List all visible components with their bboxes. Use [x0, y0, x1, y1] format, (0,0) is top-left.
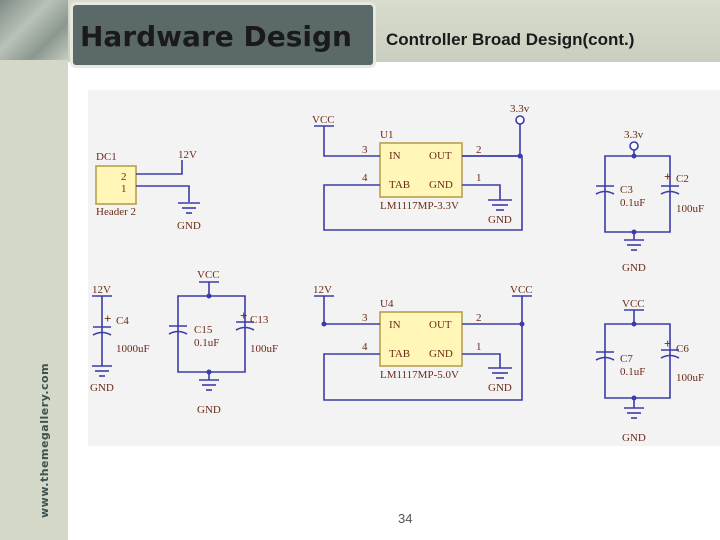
dc1-pin1: 1 — [121, 183, 127, 195]
u1-in: IN — [389, 150, 401, 162]
dc1-wire-12v — [136, 160, 183, 175]
dc1-body — [95, 165, 137, 205]
u1-gnd-pin: GND — [429, 179, 453, 191]
u4-tab-wire — [323, 323, 523, 401]
title-box — [70, 2, 376, 68]
c3c2-gnd-label: GND — [622, 262, 646, 274]
u1-vcc-wire — [323, 126, 380, 157]
page-number: 34 — [398, 511, 413, 526]
c15-value: 0.1uF — [194, 337, 219, 349]
slide-title: Hardware Design — [80, 20, 352, 53]
u1-gnd-label: GND — [488, 214, 512, 226]
u4-gnd-label: GND — [488, 382, 512, 394]
u4-tab: TAB — [389, 348, 410, 360]
u1-ref: U1 — [380, 129, 393, 141]
dc1-gnd-label: GND — [177, 220, 201, 232]
dc1-wire-gnd — [136, 185, 190, 202]
c4-gnd-label: GND — [90, 382, 114, 394]
c15-ref: C15 — [194, 324, 213, 336]
dc1-part: Header 2 — [96, 206, 136, 218]
c7-ref: C7 — [620, 353, 633, 365]
c15c13-net: VCC — [197, 269, 220, 281]
u4-pin4: 4 — [362, 341, 368, 353]
u4-gnd-pin: GND — [429, 348, 453, 360]
u4-ref: U4 — [380, 298, 394, 310]
u1-pin4: 4 — [362, 172, 368, 184]
c4-value: 1000uF — [116, 343, 150, 355]
c13-plus: + — [240, 308, 247, 323]
c13-ref: C13 — [250, 314, 269, 326]
c7-value: 0.1uF — [620, 366, 645, 378]
u1-gnd-wire — [462, 184, 501, 200]
c7c6-gnd-label: GND — [622, 432, 646, 444]
u4-pin3: 3 — [362, 312, 368, 324]
side-bar — [0, 0, 68, 540]
u4-in-wire — [323, 296, 380, 325]
c4-plus: + — [104, 311, 111, 326]
c7c6-net: VCC — [622, 298, 645, 310]
corner-decoration — [0, 0, 68, 60]
c4-ref: C4 — [116, 315, 129, 327]
c3c2-net: 3.3v — [624, 129, 644, 141]
c3-ref: C3 — [620, 184, 633, 196]
u4-part: LM1117MP-5.0V — [380, 369, 459, 381]
c6-ref: C6 — [676, 343, 689, 355]
c2-plus: + — [664, 169, 671, 184]
u4-vcc-label: VCC — [510, 284, 533, 296]
u1-part: LM1117MP-3.3V — [380, 200, 459, 212]
u1-pin1: 1 — [476, 172, 482, 184]
c7-c6-loop — [604, 310, 671, 399]
slide-subtitle: Controller Broad Design(cont.) — [386, 30, 635, 49]
u4-pin2: 2 — [476, 312, 482, 324]
c3-value: 0.1uF — [620, 197, 645, 209]
u4-body — [379, 311, 463, 367]
u4-gnd-wire — [462, 353, 501, 368]
c15c13-gnd-label: GND — [197, 404, 221, 416]
c6-plus: + — [664, 336, 671, 351]
c2-ref: C2 — [676, 173, 689, 185]
u4-in: IN — [389, 319, 401, 331]
u1-out: OUT — [429, 150, 452, 162]
u4-in-net: 12V — [313, 284, 332, 296]
u1-tab: TAB — [389, 179, 410, 191]
u4-out: OUT — [429, 319, 452, 331]
c2-value: 100uF — [676, 203, 704, 215]
c6-value: 100uF — [676, 372, 704, 384]
u1-pin3: 3 — [362, 144, 368, 156]
u1-vcc-label: VCC — [312, 114, 335, 126]
u1-body — [379, 142, 463, 198]
c13-value: 100uF — [250, 343, 278, 355]
u1-pin2: 2 — [476, 144, 482, 156]
dc1-pin2: 2 — [121, 171, 127, 183]
u1-out-net: 3.3v — [510, 103, 530, 115]
dc1-voltage: 12V — [178, 149, 197, 161]
u4-pin1: 1 — [476, 341, 482, 353]
c4-net: 12V — [92, 284, 111, 296]
c3-c2-loop — [604, 150, 671, 233]
dc1-ref: DC1 — [96, 151, 117, 163]
